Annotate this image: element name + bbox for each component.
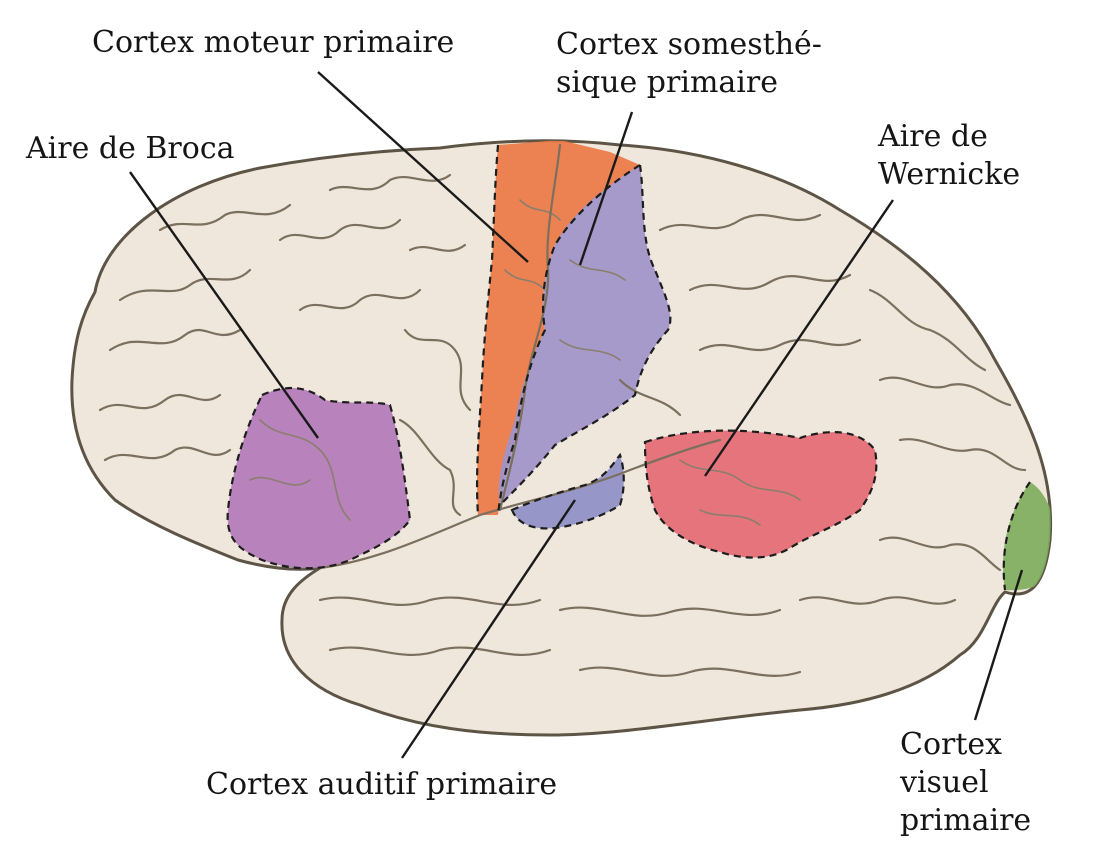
visual-cortex-region xyxy=(1003,482,1051,591)
label-motor-cortex-text: Cortex moteur primaire xyxy=(92,25,455,60)
leader-visual xyxy=(973,569,1024,721)
label-wernicke-line1: Aire de xyxy=(878,119,988,154)
broca-area-region xyxy=(227,388,410,569)
label-somatosensory-line1: Cortex somesthé- xyxy=(556,27,822,62)
leader-auditory xyxy=(401,499,576,759)
label-wernicke-area: Aire de Wernicke xyxy=(878,118,1020,194)
label-visual-line3: primaire xyxy=(900,803,1032,838)
wernicke-area-region xyxy=(645,430,877,558)
label-wernicke-line2: Wernicke xyxy=(878,157,1021,192)
label-visual-line2: visuel xyxy=(900,765,989,800)
label-visual-line1: Cortex xyxy=(900,727,1003,762)
label-somatosensory-line2: sique primaire xyxy=(556,65,778,100)
leader-lines xyxy=(129,71,1024,759)
label-broca-area: Aire de Broca xyxy=(26,130,235,168)
leader-somato xyxy=(578,111,634,266)
label-auditory-text: Cortex auditif primaire xyxy=(206,767,558,802)
cortex-regions xyxy=(227,140,1051,591)
motor-cortex-region xyxy=(477,140,640,515)
leader-wernicke xyxy=(704,199,894,477)
somatosensory-cortex-region xyxy=(498,165,671,505)
leader-motor xyxy=(317,71,529,263)
label-visual-cortex: Cortex visuel primaire xyxy=(900,726,1031,840)
label-somatosensory-cortex: Cortex somesthé- sique primaire xyxy=(556,26,822,102)
region-borders xyxy=(226,144,1031,591)
label-motor-cortex: Cortex moteur primaire xyxy=(92,24,454,62)
label-broca-text: Aire de Broca xyxy=(26,131,235,166)
label-auditory-cortex: Cortex auditif primaire xyxy=(206,766,557,804)
leader-broca xyxy=(129,171,319,439)
